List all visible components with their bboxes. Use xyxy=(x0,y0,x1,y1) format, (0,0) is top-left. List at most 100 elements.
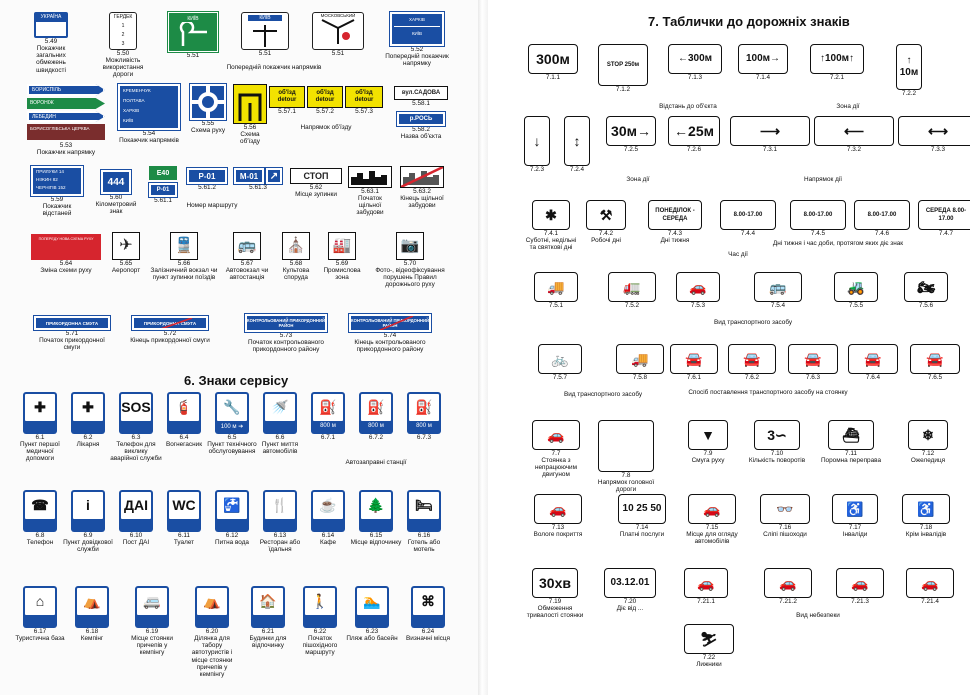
plate: 300м xyxy=(528,44,578,74)
plate-item: 🚌7.5.4 xyxy=(744,272,812,309)
sign-caption: Сліпі пішоходи xyxy=(763,531,807,538)
service-icon: ДАІ xyxy=(121,492,151,519)
kilometer-sign: 444 xyxy=(100,169,132,195)
sign-number: 7.14 xyxy=(635,524,649,531)
sign-number: 5.58.2 xyxy=(412,126,430,133)
sign-caption: Початок щільної забудови xyxy=(356,195,384,217)
plate-item: 🚘7.6.5 xyxy=(900,344,970,381)
service-sign-board: 🏊 xyxy=(355,586,389,628)
plate: ♿ xyxy=(832,494,878,524)
sign-number: 5.61.3 xyxy=(249,184,267,191)
sign-5-71: ПРИКОРДОННА СМУГА 5.71 Початок прикордон… xyxy=(30,315,114,351)
plate: 30м→ xyxy=(606,116,656,146)
service-distance xyxy=(357,615,387,626)
sign-caption: Визначні місця xyxy=(406,635,450,642)
sign-caption: Телефон для виклику аварійної служби xyxy=(110,441,162,463)
sign-number: 7.10 xyxy=(770,450,784,457)
sign-5-69: 🏭 5.69 Промислова зона xyxy=(322,232,362,281)
sign-5-56: 5.56 Схема об'їзду xyxy=(232,84,268,145)
sign-number: 7.4.5 xyxy=(810,230,826,237)
sign-number: 5.64 xyxy=(59,260,73,267)
plate: 🚘 xyxy=(910,344,960,374)
service-distance xyxy=(217,519,247,530)
sign-text: КИЇВ xyxy=(187,16,199,22)
service-distance: 800 м xyxy=(416,423,432,430)
sign-number: 7.6.4 xyxy=(865,374,881,381)
group-caption: Відстань до об'єкта xyxy=(659,103,717,110)
sign-caption: Крім інвалідів xyxy=(905,531,947,538)
plate-item: 🚗7.21.3 xyxy=(826,568,894,605)
service-sign-board: ☕ xyxy=(311,490,345,532)
service-icon: 🚿 xyxy=(265,394,295,421)
service-distance xyxy=(25,519,55,530)
sign-number: 5.60 xyxy=(109,194,123,201)
service-distance xyxy=(313,519,343,530)
sign-caption: Пляж або басейн xyxy=(346,635,398,642)
service-sign-board: ⌂ xyxy=(23,586,57,628)
service-icon: ☕ xyxy=(313,492,343,519)
sign-caption: Покажчик загальних обмежень швидкості xyxy=(36,45,66,74)
sign-number: 5.52 xyxy=(410,46,424,53)
service-distance xyxy=(121,421,151,432)
group-caption: Вид транспортного засобу xyxy=(713,319,793,326)
service-distance xyxy=(265,519,295,530)
sign-5-54: КРЕМЕНЧУК ПОЛТАВА ХАРКІВ КИЇВ 5.54 Покаж… xyxy=(116,83,182,144)
sign-caption: Покажчик відстаней xyxy=(42,203,72,218)
service-sign-board: ⛽800 м xyxy=(407,392,441,434)
plate: STOP 250м xyxy=(598,44,648,86)
sign-caption: Місце стоянки причепів у кемпінгу xyxy=(131,635,173,657)
sign-caption: Стоянка з непрацюючим двигуном xyxy=(534,457,578,479)
sign-caption: Вогнегасник xyxy=(165,441,203,448)
sign-number: 7.5.4 xyxy=(770,302,786,309)
plate: ⟷ xyxy=(898,116,970,146)
sign-number: 6.7.1 xyxy=(320,434,336,441)
sign-number: 7.2.1 xyxy=(829,74,845,81)
section-7-title: 7. Таблички до дорожніх знаків xyxy=(648,14,850,29)
group-caption: Зона дії xyxy=(626,176,650,183)
service-sign-board: ☎ xyxy=(23,490,57,532)
sign-number: 7.1.4 xyxy=(755,74,771,81)
sign-caption: Кінець щільної забудови xyxy=(400,195,444,210)
sign-number: 7.16 xyxy=(778,524,792,531)
sign-caption: Обмеження тривалості стоянки xyxy=(526,605,584,620)
pointer-line: БОРИСОГЛІБСЬКА ЦЕРКВА xyxy=(27,124,105,140)
plate: 🚛 xyxy=(608,272,656,302)
sign-caption: Кінець контрольованого прикордонного рай… xyxy=(354,339,426,354)
plate-item: ↑100м↑7.2.1 xyxy=(800,44,874,81)
sign-number: 7.12 xyxy=(921,450,935,457)
sign-5-63-1: 5.63.1 Початок щільної забудови xyxy=(346,166,394,217)
direction-line: ПОЛТАВА xyxy=(123,98,145,103)
sign-number: 7.8 xyxy=(621,472,631,479)
sign-number: 5.53 xyxy=(59,142,73,149)
service-sign-board: 🚶 xyxy=(303,586,337,628)
sign-number: 7.5.6 xyxy=(918,302,934,309)
plate-item: 🚘7.6.2 xyxy=(718,344,786,381)
plate: 🏍 xyxy=(904,272,948,302)
sign-caption: Місце відпочинку xyxy=(350,539,402,546)
sign-caption: Смуга руху xyxy=(691,457,725,464)
sign-number: 7.6.2 xyxy=(744,374,760,381)
plate: 3∽ xyxy=(754,420,800,450)
plate: ↕ xyxy=(564,116,590,166)
plate-item: ⟶7.3.1 xyxy=(720,116,820,153)
service-sign-board: 🏠 xyxy=(251,586,285,628)
plate-item: ↓7.2.3 xyxy=(514,116,560,173)
sign-number: 6.7.3 xyxy=(416,434,432,441)
sign-number: 6.15 xyxy=(369,532,383,539)
plate: 8.00-17.00 xyxy=(790,200,846,230)
sign-number: 7.21.1 xyxy=(697,598,715,605)
direction-line: КРЕМЕНЧУК xyxy=(123,88,151,93)
sign-number: 5.72 xyxy=(163,330,177,337)
sign-caption: Кемпінг xyxy=(80,635,104,642)
distance-line: ЧЕРНІГІВ 152 xyxy=(36,185,66,190)
